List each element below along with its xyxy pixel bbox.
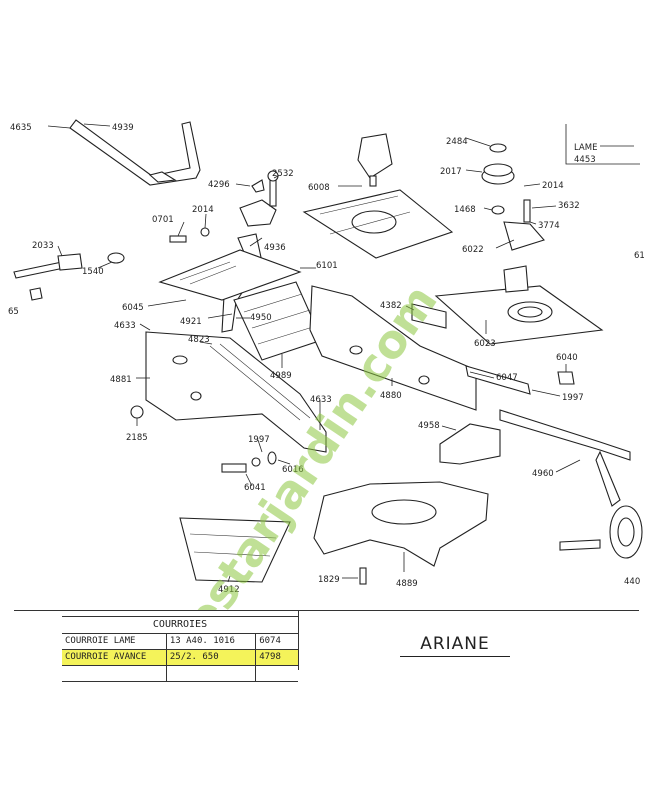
deflector-4912: [179, 517, 291, 583]
label-65: 65: [8, 307, 19, 317]
label-4453: 4453: [574, 155, 596, 165]
label-4823: 4823: [188, 335, 210, 345]
label-6040: 6040: [556, 353, 578, 363]
frame-4950: [233, 281, 323, 361]
label-2017: 2017: [440, 167, 462, 177]
label-4936: 4936: [264, 243, 286, 253]
table-title: COURROIES: [62, 617, 298, 634]
label-6045: 6045: [122, 303, 144, 313]
side-plate-4880: [309, 285, 477, 411]
label-4989: 4989: [270, 371, 292, 381]
label-4939: 4939: [112, 123, 134, 133]
label-4921: 4921: [180, 317, 202, 327]
label-6023: 6023: [474, 339, 496, 349]
belt-guard-6023: [434, 265, 604, 345]
label-1997a: 1997: [248, 435, 270, 445]
row-code: 6074: [259, 636, 281, 646]
label-6041: 6041: [244, 483, 266, 493]
model-name: ARIANE: [420, 634, 490, 654]
label-6047: 6047: [496, 373, 518, 383]
side-plate-4881: [130, 331, 327, 453]
deck-4889: [313, 481, 489, 585]
table-row-highlighted: COURROIE AVANCE 25/2. 650 4798: [62, 650, 298, 666]
row-ref: 13 A40. 1016: [167, 634, 257, 649]
row-name: COURROIE AVANCE: [62, 650, 167, 665]
label-4880: 4880: [380, 391, 402, 401]
label-2532: 2532: [272, 169, 294, 179]
label-4960: 4960: [532, 469, 554, 479]
label-3632: 3632: [558, 201, 580, 211]
row-name: COURROIE LAME: [62, 634, 167, 649]
label-1997b: 1997: [562, 393, 584, 403]
label-3774: 3774: [538, 221, 560, 231]
bar-6047: [465, 365, 575, 395]
row-code: 4798: [259, 652, 281, 662]
label-4889: 4889: [396, 579, 418, 589]
label-4633a: 4633: [114, 321, 136, 331]
part-labels: 4635 4939 4296 2532 0701 2014 4936 2033 …: [8, 123, 645, 595]
handle-4939: [69, 119, 201, 186]
bracket-4958: [439, 423, 501, 465]
label-4296: 4296: [208, 180, 230, 190]
label-4950: 4950: [250, 313, 272, 323]
table-divider: [298, 610, 299, 670]
row-ref: 25/2. 650: [167, 650, 257, 665]
label-1540: 1540: [82, 267, 104, 277]
row-ref: [167, 666, 257, 681]
label-4633b: 4633: [310, 395, 332, 405]
label-4958: 4958: [418, 421, 440, 431]
bracket-4921: [158, 233, 302, 333]
label-4382: 4382: [380, 301, 402, 311]
label-4912: 4912: [218, 585, 240, 595]
belts-table: COURROIES COURROIE LAME 13 A40. 1016 607…: [62, 616, 298, 682]
table-row-empty: [62, 666, 298, 682]
bolt-6041: [221, 451, 277, 473]
bar-4960: [499, 409, 631, 507]
label-2014b: 2014: [542, 181, 564, 191]
label-440: 440: [624, 577, 640, 587]
leader-lines: [47, 123, 581, 583]
label-6022: 6022: [462, 245, 484, 255]
row-code: [256, 666, 298, 681]
separator-line: [14, 610, 639, 611]
table-row: COURROIE LAME 13 A40. 1016 6074: [62, 634, 298, 650]
bolt-0701: [169, 227, 210, 243]
label-61: 61: [634, 251, 645, 261]
axle-2033: [13, 252, 125, 301]
label-6008: 6008: [308, 183, 330, 193]
lame-callout: [565, 124, 640, 165]
label-2185: 2185: [126, 433, 148, 443]
label-2014a: 2014: [192, 205, 214, 215]
model-underline: [400, 656, 510, 657]
label-6101: 6101: [316, 261, 338, 271]
label-2033: 2033: [32, 241, 54, 251]
label-0701: 0701: [152, 215, 174, 225]
label-lame: LAME: [574, 143, 597, 153]
label-6016: 6016: [282, 465, 304, 475]
wheel-right: [559, 505, 643, 559]
label-2484: 2484: [446, 137, 468, 147]
exploded-parts-diagram: 4635 4939 4296 2532 0701 2014 4936 2033 …: [8, 119, 645, 610]
row-name: [62, 666, 167, 681]
motor-plate-6008: [302, 133, 454, 259]
label-1468: 1468: [454, 205, 476, 215]
label-1829: 1829: [318, 575, 340, 585]
label-4881: 4881: [110, 375, 132, 385]
pulley-2017: [481, 143, 545, 251]
label-4635: 4635: [10, 123, 32, 133]
lever-assembly-4936: [239, 170, 279, 227]
